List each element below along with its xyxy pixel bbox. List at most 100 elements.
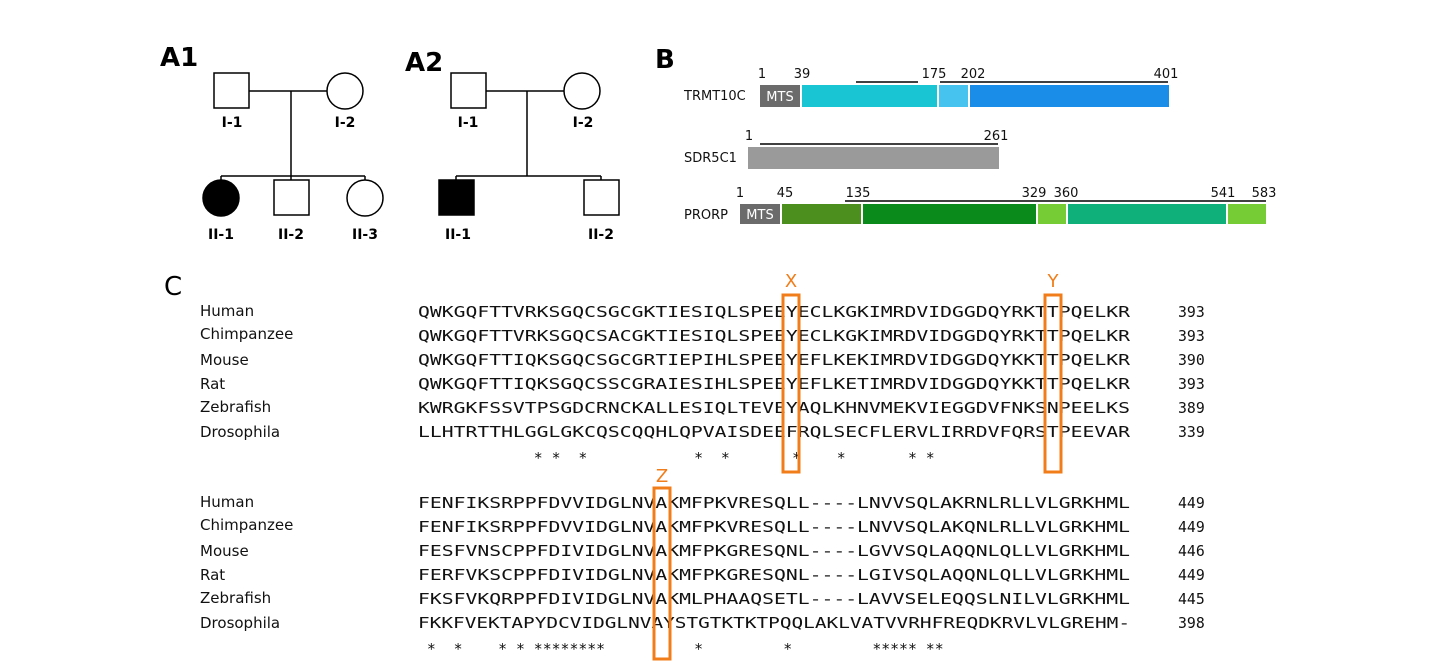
- b1-num-chimpanzee: 393: [1178, 328, 1205, 345]
- b1-seq-human: QWKGQFTTVRKSGQCSGCGKTIESIQLSPEEYECLKGKIM…: [418, 304, 1130, 321]
- prorp-name: PRORP: [684, 208, 728, 223]
- b2-seq-chimpanzee: FENFIKSRPPFDVVIDGLNVAKMFPKVRESQLL----LNV…: [418, 519, 1130, 536]
- a1-affected-female-circle: [202, 179, 240, 217]
- trmt10c-pos-175: 175: [922, 67, 947, 82]
- b1-highlight-box-x: [781, 293, 801, 474]
- sdr5c1-map: SDR5C1 1 261: [684, 129, 1008, 169]
- b1-conservation-line: * * * * * * * * *: [418, 450, 953, 467]
- a1-label-father: I-1: [222, 115, 243, 131]
- b2-highlight-box-z: [652, 486, 672, 661]
- b2-num-chimpanzee: 449: [1178, 519, 1205, 536]
- b2-num-mouse: 446: [1178, 543, 1205, 560]
- alignment-block-1: Human Chimpanzee Mouse Rat Zebrafish Dro…: [200, 271, 1205, 474]
- trmt10c-pos-39: 39: [794, 67, 811, 82]
- b1-marker-x: X: [785, 271, 797, 292]
- b1-num-rat: 393: [1178, 376, 1205, 393]
- trmt10c-pos-401: 401: [1154, 67, 1179, 82]
- panel-label-a1: A1: [160, 43, 198, 73]
- a2-label-mother: I-2: [573, 115, 594, 131]
- b2-num-rat: 449: [1178, 567, 1205, 584]
- b2-seq-zebrafish: FKSFVKQRPPFDIVIDGLNVAKMLPHAAQSETL----LAV…: [418, 591, 1130, 608]
- sdr5c1-pos-1: 1: [745, 129, 753, 144]
- trmt10c-domain-blue: [970, 85, 1169, 107]
- b2-seq-human: FENFIKSRPPFDVVIDGLNVAKMFPKVRESQLL----LNV…: [418, 495, 1130, 512]
- pedigree-a2: A2 I-1 I-2 II-1 II-2: [405, 48, 620, 243]
- b2-species-mouse: Mouse: [200, 542, 249, 560]
- b2-conservation-line: * * * * ******** * * ***** **: [418, 641, 953, 658]
- a1-label-child2: II-2: [278, 227, 304, 243]
- prorp-map: PRORP 1 45 135 329 360 541 583 MTS: [684, 186, 1276, 224]
- prorp-domain-lime-1: [1038, 204, 1066, 224]
- b1-marker-y: Y: [1047, 271, 1060, 292]
- b1-seq-mouse: QWKGQFTTIQKSGQCSGCGRTIEPIHLSPEEYEFLKEKIM…: [418, 352, 1130, 369]
- pedigree-a1: A1 I-1 I-2 II-1 II-2 II-3: [160, 43, 384, 243]
- sdr5c1-name: SDR5C1: [684, 151, 737, 166]
- b2-num-human: 449: [1178, 495, 1205, 512]
- a2-child2-square: [583, 179, 620, 216]
- a2-mother-circle: [563, 72, 601, 110]
- b2-species-zebrafish: Zebrafish: [200, 589, 271, 607]
- b1-species-zebrafish: Zebrafish: [200, 398, 271, 416]
- prorp-pos-541: 541: [1211, 186, 1236, 201]
- a2-label-father: I-1: [458, 115, 479, 131]
- b1-species-drosophila: Drosophila: [200, 423, 280, 441]
- b1-species-rat: Rat: [200, 375, 225, 393]
- a2-label-child2: II-2: [588, 227, 614, 243]
- b1-highlight-box-y: [1043, 293, 1063, 474]
- alignment-block-2: Human Chimpanzee Mouse Rat Zebrafish Dro…: [200, 466, 1205, 661]
- prorp-domain-green: [863, 204, 1036, 224]
- sequence-alignment: C Human Chimpanzee Mouse Rat Zebrafish D…: [164, 271, 1205, 661]
- a1-mother-circle: [326, 72, 364, 110]
- b2-species-rat: Rat: [200, 566, 225, 584]
- b1-num-drosophila: 339: [1178, 424, 1205, 441]
- trmt10c-name: TRMT10C: [683, 89, 746, 104]
- trmt10c-mts-label: MTS: [766, 90, 793, 105]
- panel-label-b: B: [655, 45, 675, 75]
- trmt10c-map: TRMT10C 1 39 175 202 401 MTS: [683, 67, 1178, 107]
- prorp-mts-label: MTS: [746, 208, 773, 223]
- prorp-pos-360: 360: [1054, 186, 1079, 201]
- prorp-pos-329: 329: [1022, 186, 1047, 201]
- b1-num-human: 393: [1178, 304, 1205, 321]
- a1-label-child3: II-3: [352, 227, 378, 243]
- a1-child3-circle: [346, 179, 384, 217]
- b1-seq-zebrafish: KWRGKFSSVTPSGDCRNCKALLESIQLTEVEYAQLKHNVM…: [418, 400, 1130, 417]
- sdr5c1-pos-261: 261: [984, 129, 1009, 144]
- b2-species-chimpanzee: Chimpanzee: [200, 516, 293, 534]
- b1-num-zebrafish: 389: [1178, 400, 1205, 417]
- b2-species-human: Human: [200, 493, 254, 511]
- b2-seq-drosophila: FKKFVEKTAPYDCVIDGLNVAYSTGTKTKTPQQLAKLVAT…: [418, 615, 1130, 632]
- a2-affected-male-square: [438, 179, 475, 216]
- prorp-domain-lime-2: [1228, 204, 1266, 224]
- b2-seq-mouse: FESFVNSCPPFDIVIDGLNVAKMFPKGRESQNL----LGV…: [418, 543, 1130, 560]
- b1-species-chimpanzee: Chimpanzee: [200, 325, 293, 343]
- prorp-pos-1: 1: [736, 186, 744, 201]
- panel-label-a2: A2: [405, 48, 443, 78]
- prorp-pos-583: 583: [1252, 186, 1277, 201]
- a2-label-child1: II-1: [445, 227, 471, 243]
- prorp-domain-olive: [782, 204, 861, 224]
- prorp-pos-135: 135: [846, 186, 871, 201]
- b1-seq-drosophila: LLHTRTTHLGGLGKCQSCQQHLQPVAISDEEFRQLSECFL…: [418, 424, 1130, 441]
- a2-father-square: [450, 72, 487, 109]
- b2-num-zebrafish: 445: [1178, 591, 1205, 608]
- b1-num-mouse: 390: [1178, 352, 1205, 369]
- b2-species-drosophila: Drosophila: [200, 614, 280, 632]
- b1-species-human: Human: [200, 302, 254, 320]
- prorp-mts-domain: [740, 204, 780, 224]
- b1-species-mouse: Mouse: [200, 351, 249, 369]
- prorp-domain-teal: [1068, 204, 1226, 224]
- b1-seq-rat: QWKGQFTTIQKSGQCSSCGRAIESIHLSPEEYEFLKETIM…: [418, 376, 1130, 393]
- a1-label-child1: II-1: [208, 227, 234, 243]
- trmt10c-pos-1: 1: [758, 67, 766, 82]
- domain-maps: B TRMT10C 1 39 175 202 401 MTS SDR5C1 1 …: [655, 45, 1276, 224]
- b2-num-drosophila: 398: [1178, 615, 1205, 632]
- trmt10c-domain-cyan: [802, 85, 937, 107]
- a1-label-mother: I-2: [335, 115, 356, 131]
- b1-seq-chimpanzee: QWKGQFTTVRKSGQCSACGKTIESIQLSPEEYECLKGKIM…: [418, 328, 1130, 345]
- trmt10c-domain-light: [939, 85, 968, 107]
- a1-father-square: [213, 72, 250, 109]
- trmt10c-mts-domain: [760, 85, 800, 107]
- prorp-pos-45: 45: [777, 186, 794, 201]
